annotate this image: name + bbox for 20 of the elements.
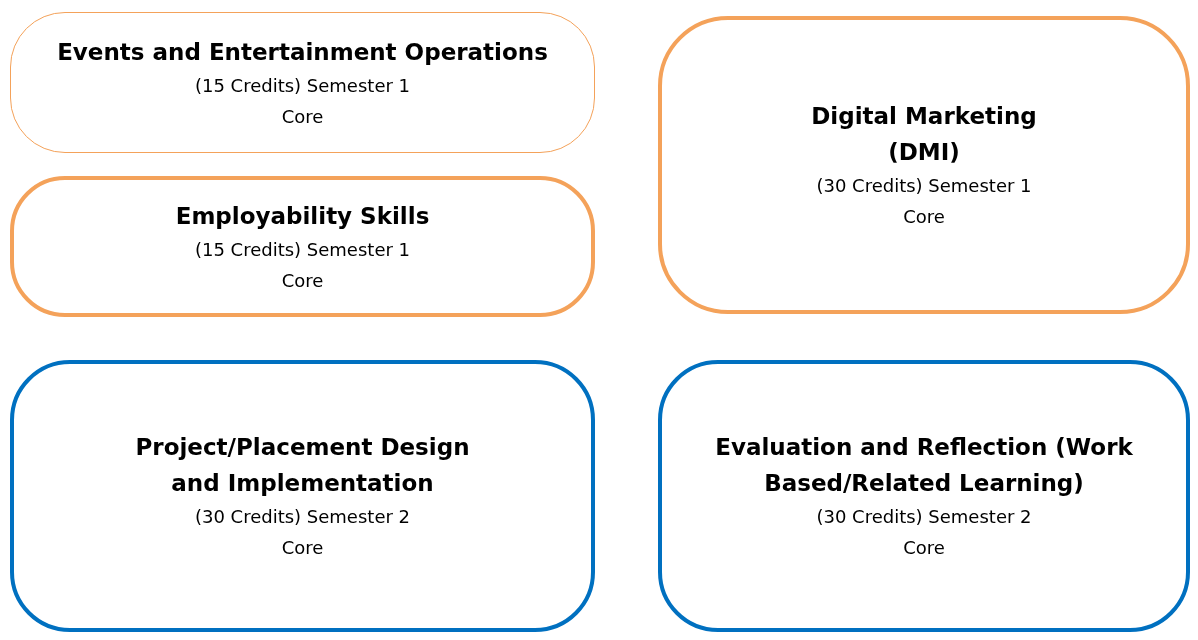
module-box [658,360,1190,632]
module-box [10,360,595,632]
credits-text: (30 Credits) Semester 1 [816,174,1032,198]
module-type-text: Core [903,205,945,229]
module-box [10,176,595,317]
credits-text: (15 Credits) Semester 1 [194,237,411,262]
credits-text: (30 Credits) Semester 2 [194,505,411,529]
module-type-text: Core [281,536,324,560]
module-box [658,16,1190,314]
credits-text: (30 Credits) Semester 2 [816,505,1032,529]
module-title: Digital Marketing (DMI) [810,102,1038,167]
module-type-text: Core [281,104,324,129]
module-title: Events and Entertainment Operations [57,37,548,67]
module-type-text: Core [903,536,945,560]
module-title: Project/Placement Design and Implementation [134,433,471,498]
credits-text: (15 Credits) Semester 1 [194,73,411,98]
module-title: Employability Skills [175,201,430,231]
module-type-text: Core [281,268,324,293]
module-title: Evaluation and Reflection (Work Based/Related Learning) [714,433,1134,498]
module-box [10,12,595,153]
